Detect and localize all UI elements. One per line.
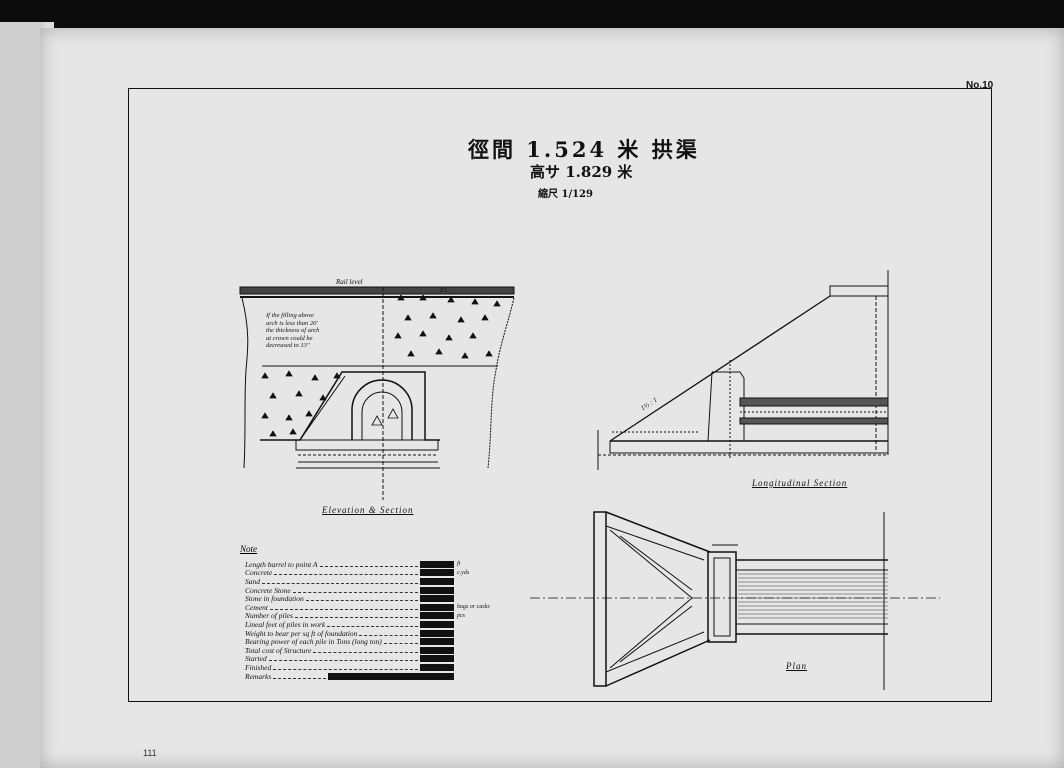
note-row: Lineal feet of piles in work [245,620,505,629]
note-row: Number of piles pcs [245,611,505,621]
note-row-label: Cement [245,602,268,612]
leader-dots [327,622,418,627]
value-box [328,672,454,680]
value-box [420,629,454,637]
note-row-label: Length barrel to point A [245,559,318,569]
longitudinal-caption: Longitudinal Section [752,478,848,488]
elevation-caption: Elevation & Section [322,505,414,515]
plan-view [530,511,940,690]
note-row-label: Lineal feet of piles in work [245,619,326,629]
elevation-note-line: If the filling above [266,312,314,319]
leader-dots [269,605,418,610]
note-row: Stone in foundation [245,594,505,603]
value-box [420,638,454,646]
leader-dots [274,570,418,576]
note-row-label: Weight to bear per sq ft of foundation [245,628,358,638]
leader-dots [305,596,418,602]
note-row: Length barrel to point A ft [245,560,505,569]
note-row-label: Concrete [245,568,273,578]
leader-dots [313,648,418,653]
value-box [420,663,454,671]
note-row: Concrete c.yds [245,568,505,578]
value-box [420,577,454,585]
note-row-label: Started [245,654,267,664]
note-row-unit: bags or casks [457,604,490,611]
note-row-unit: c.yds [457,569,470,576]
value-box [420,586,454,594]
note-row: Finished [245,663,505,672]
note-row: Started [245,654,505,664]
note-list: Length barrel to point A ft Concrete c.yds… [245,560,505,681]
note-row-label: Stone in foundation [245,594,304,604]
fl-label: F.L. [440,288,450,294]
note-row: Weight to bear per sq ft of foundation [245,629,505,638]
elevation-section-view [239,286,515,500]
note-row: Cement bags or casks [245,603,505,612]
rail-level-label: Rail level [336,278,363,286]
margin-mark: 111 [143,748,157,758]
value-box [420,655,454,663]
drawing-sheet [40,28,1064,768]
elevation-note-line: arch is less than 20' [266,319,318,327]
value-box [420,569,454,577]
note-row-label: Concrete Stone [245,585,291,595]
value-box [420,603,454,611]
note-row: Bearing power of each pile in Tons (long… [245,637,505,646]
note-row-unit: ft [457,561,461,568]
note-title: Note [240,544,257,554]
value-box [420,612,454,620]
longitudinal-section-view [597,270,889,470]
drawing-title: 徑間 1.524 米 拱渠 [468,137,700,162]
elevation-note-line: at crown could be [266,334,313,342]
note-row-label: Number of piles [245,611,293,621]
sheet-number: No.10 [966,80,994,91]
elevation-note-line: the thickness of arch [266,327,320,334]
scale-label: 縮尺 1/129 [538,189,593,200]
leader-dots [273,665,418,670]
value-box [420,646,454,654]
note-row: Total cost of Structure [245,646,505,655]
elevation-note-line: decreased to 13" [266,342,310,349]
drawing-subtitle: 高サ 1.829 米 [530,163,633,181]
note-row-label: Bearing power of each pile in Tons (long… [245,637,382,647]
note-row-label: Remarks [245,671,272,681]
plan-caption: Plan [786,661,807,671]
leader-dots [273,674,326,679]
leader-dots [262,579,418,584]
leader-dots [383,639,418,645]
leader-dots [294,613,418,619]
leader-dots [359,631,418,636]
note-row: Concrete Stone [245,586,505,595]
drawing-frame [128,88,992,702]
value-box [420,595,454,603]
note-row: Remarks [245,672,505,681]
elevation-note: If the filling above arch is less than 2… [266,312,356,350]
note-row-label: Sand [245,576,260,586]
note-row: Sand [245,577,505,586]
note-row-label: Total cost of Structure [245,645,312,655]
leader-dots [268,656,418,662]
leader-dots [292,588,418,593]
value-box [420,620,454,628]
leader-dots [319,562,418,567]
note-row-label: Finished [245,662,272,672]
value-box [420,560,454,568]
note-row-unit: pcs [457,612,465,619]
